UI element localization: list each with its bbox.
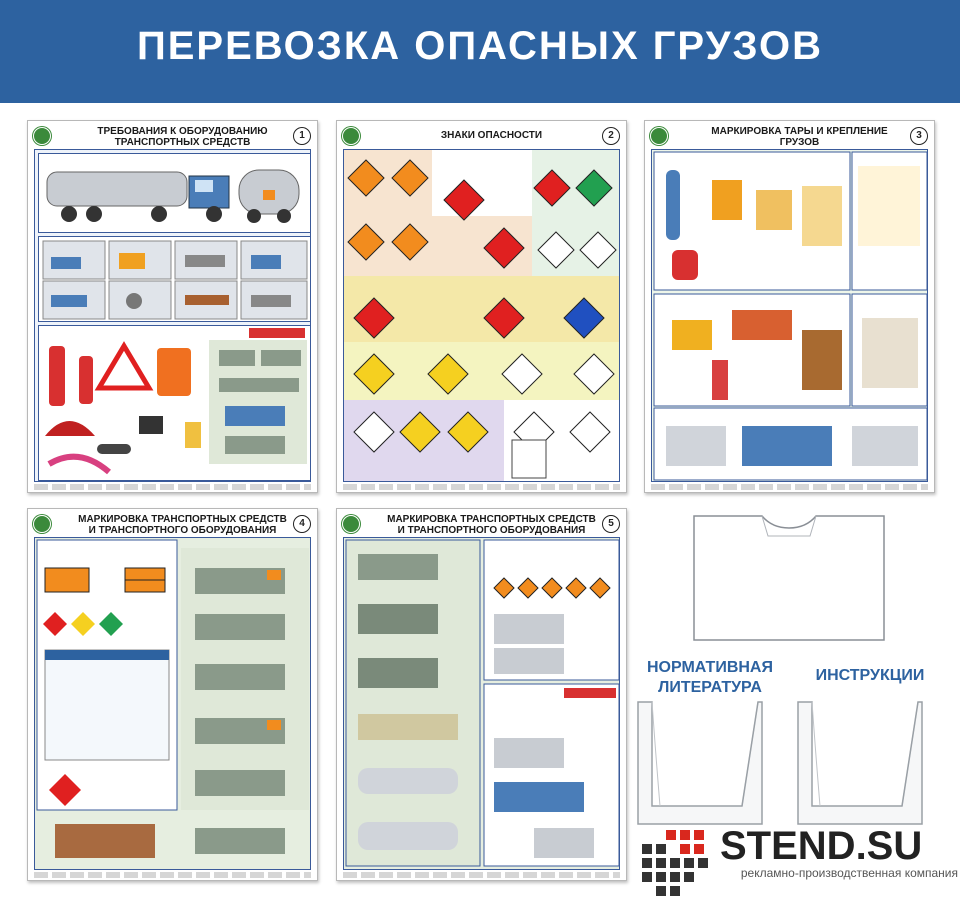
poster-content	[343, 149, 620, 482]
header-banner: ПЕРЕВОЗКА ОПАСНЫХ ГРУЗОВ	[0, 0, 960, 103]
poster-5: МАРКИРОВКА ТРАНСПОРТНЫХ СРЕДСТВ И ТРАНСП…	[336, 508, 627, 881]
poster-title: МАРКИРОВКА ТРАНСПОРТНЫХ СРЕДСТВ И ТРАНСП…	[78, 514, 287, 536]
brochure-pocket-right	[792, 698, 928, 828]
poster-2: ЗНАКИ ОПАСНОСТИ 2	[336, 120, 627, 493]
vehicle-marking-illustrations	[36, 539, 309, 858]
poster-number: 2	[602, 127, 620, 145]
document-holder-a4	[692, 514, 886, 642]
equipment-icons	[42, 240, 308, 320]
poster-footer	[651, 484, 928, 490]
poster-header: МАРКИРОВКА ТАРЫ И КРЕПЛЕНИЕ ГРУЗОВ 3	[645, 121, 934, 149]
label-normative-literature: НОРМАТИВНАЯ ЛИТЕРАТУРА	[647, 659, 773, 696]
poster-number: 1	[293, 127, 311, 145]
tanker-truck-icon	[46, 169, 300, 223]
brand-watermark: STEND.SU рекламно-производственная компа…	[640, 820, 960, 900]
page-title: ПЕРЕВОЗКА ОПАСНЫХ ГРУЗОВ	[137, 24, 823, 68]
poster-footer	[343, 872, 620, 878]
safety-equipment-panel	[38, 325, 310, 481]
poster-title: МАРКИРОВКА ТРАНСПОРТНЫХ СРЕДСТВ И ТРАНСП…	[387, 514, 596, 536]
label-instructions: ИНСТРУКЦИИ	[815, 667, 925, 684]
poster-number: 5	[602, 515, 620, 533]
hazard-signs-grid	[344, 150, 619, 481]
acrylic-pocket-icon	[637, 701, 763, 825]
poster-number: 3	[910, 127, 928, 145]
poster-content	[34, 537, 311, 870]
poster-title: ЗНАКИ ОПАСНОСТИ	[440, 130, 543, 141]
brand-name: STEND.SU	[720, 824, 923, 868]
brand-tagline: рекламно-производственная компания	[740, 866, 958, 880]
brand-logo-icon	[642, 830, 708, 896]
logo-icon	[33, 515, 51, 533]
equipment-grid	[38, 236, 310, 322]
brochure-pocket-left	[632, 698, 766, 828]
logo-icon	[650, 127, 668, 145]
poster-header: МАРКИРОВКА ТРАНСПОРТНЫХ СРЕДСТВ И ТРАНСП…	[28, 509, 317, 537]
vehicle-marking-illustrations	[345, 539, 619, 867]
acrylic-pocket-icon	[693, 515, 885, 641]
poster-header: ТРЕБОВАНИЯ К ОБОРУДОВАНИЮ ТРАНСПОРТНЫХ С…	[28, 121, 317, 149]
acrylic-pocket-icon	[797, 701, 923, 825]
logo-icon	[33, 127, 51, 145]
poster-title: МАРКИРОВКА ТАРЫ И КРЕПЛЕНИЕ ГРУЗОВ	[711, 126, 888, 148]
poster-footer	[343, 484, 620, 490]
poster-content	[343, 537, 620, 870]
safety-equipment-icons	[45, 328, 307, 475]
logo-icon	[342, 127, 360, 145]
poster-title: ТРЕБОВАНИЯ К ОБОРУДОВАНИЮ ТРАНСПОРТНЫХ С…	[97, 126, 268, 148]
poster-3: МАРКИРОВКА ТАРЫ И КРЕПЛЕНИЕ ГРУЗОВ 3	[644, 120, 935, 493]
tanker-truck-illustration	[38, 153, 310, 233]
poster-header: ЗНАКИ ОПАСНОСТИ 2	[337, 121, 626, 149]
poster-content	[651, 149, 928, 482]
packaging-illustrations	[653, 151, 927, 481]
poster-footer	[34, 872, 311, 878]
poster-footer	[34, 484, 311, 490]
poster-4: МАРКИРОВКА ТРАНСПОРТНЫХ СРЕДСТВ И ТРАНСП…	[27, 508, 318, 881]
poster-content	[34, 149, 311, 482]
poster-number: 4	[293, 515, 311, 533]
poster-header: МАРКИРОВКА ТРАНСПОРТНЫХ СРЕДСТВ И ТРАНСП…	[337, 509, 626, 537]
logo-icon	[342, 515, 360, 533]
poster-1: ТРЕБОВАНИЯ К ОБОРУДОВАНИЮ ТРАНСПОРТНЫХ С…	[27, 120, 318, 493]
